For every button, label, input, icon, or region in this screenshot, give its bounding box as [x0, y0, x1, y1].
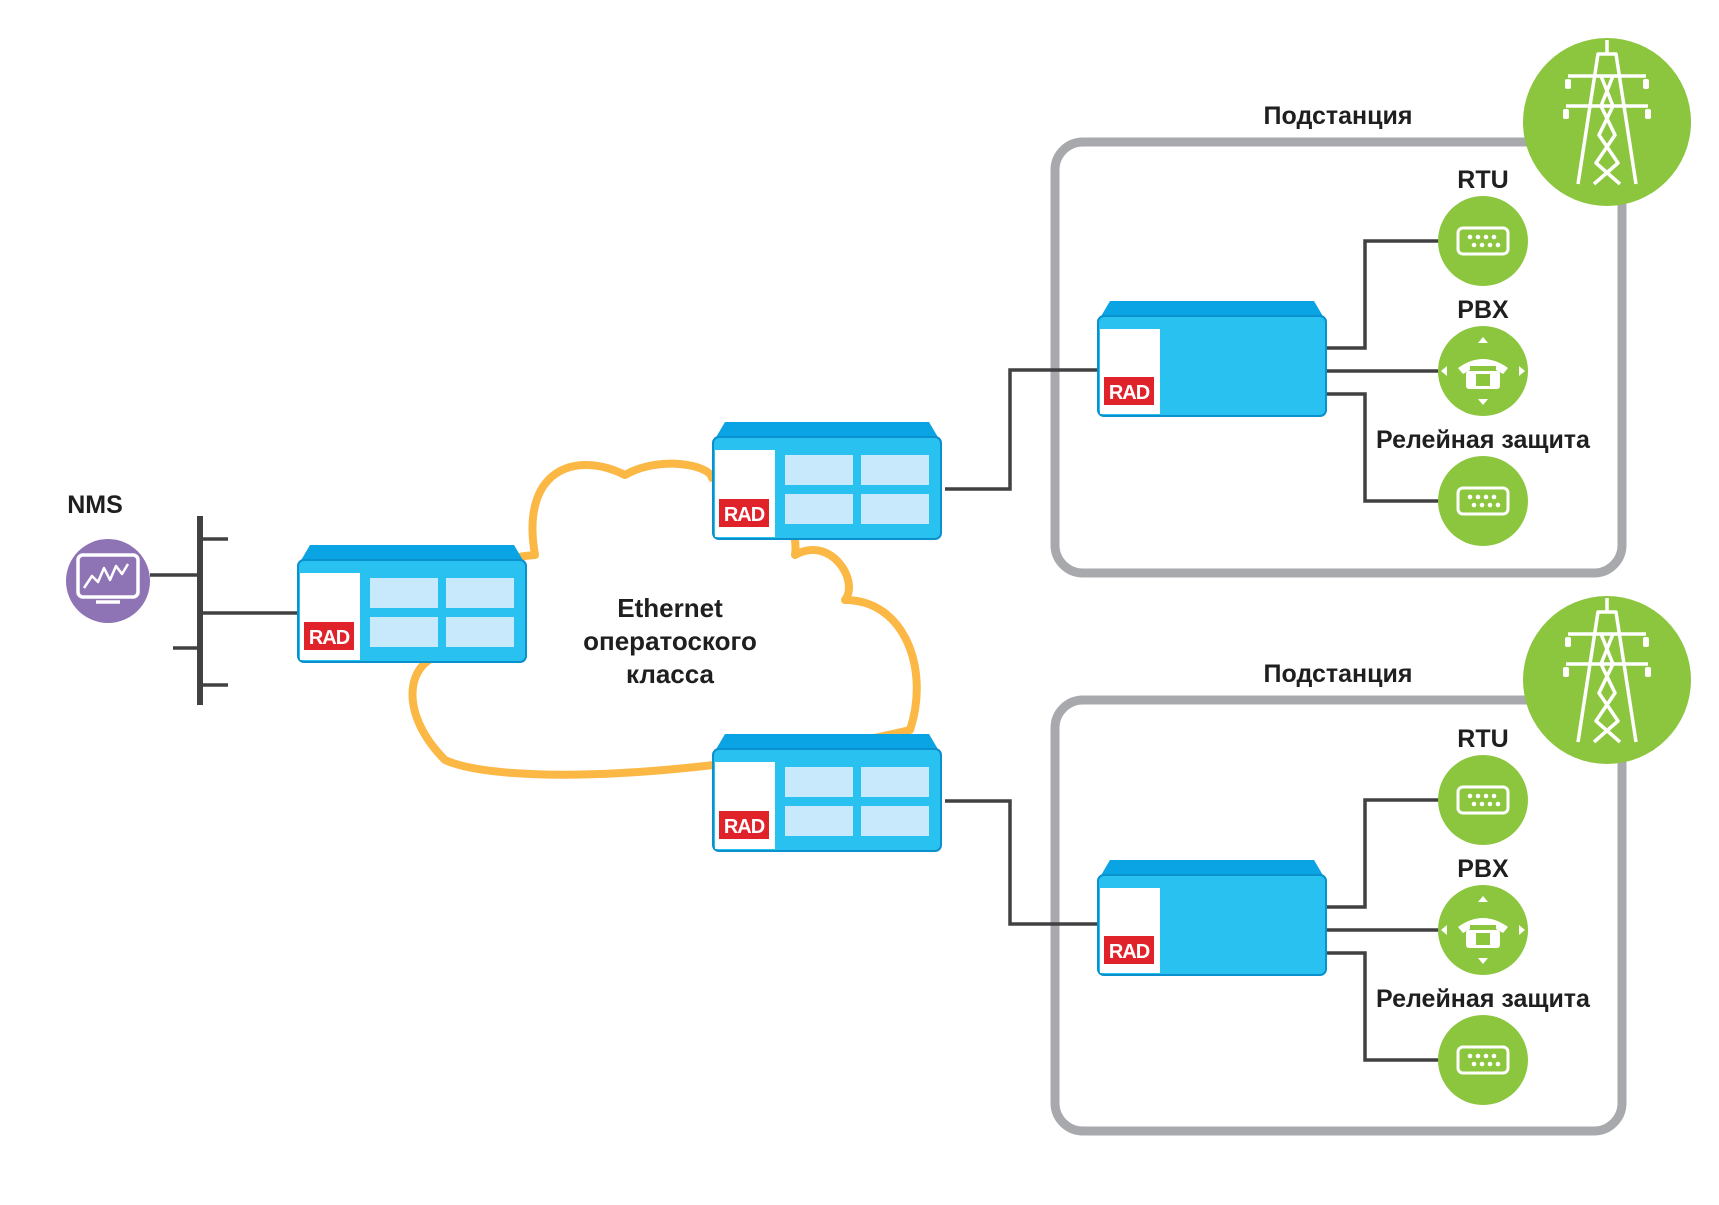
cloud-label-line-2: оператоского: [583, 626, 757, 656]
substation-2-device: RAD: [1097, 860, 1327, 976]
sub2-relay-link: [1325, 951, 1445, 1062]
rad-logo: [1104, 936, 1154, 964]
sub2-relay-endpoint: [1438, 1015, 1528, 1105]
rad-logo-text: RAD: [724, 504, 765, 526]
serial-port-icon: [1456, 486, 1510, 516]
port-grid: [370, 578, 514, 647]
sub1-pbx-endpoint: [1438, 326, 1528, 416]
rad-logo: [719, 811, 769, 839]
cloud-label-line-1: Ethernet: [617, 593, 723, 623]
rad-logo-text: RAD: [1109, 382, 1150, 404]
nms-label: NMS: [67, 491, 123, 519]
nms-circle: [66, 539, 150, 623]
phone-icon: [1441, 896, 1525, 964]
substation-frame-1: [1050, 137, 1627, 578]
rad-logo-text: RAD: [1109, 941, 1150, 963]
sub2-relay-label: Релейная защита: [1376, 985, 1591, 1013]
aggregation-switch-2: RAD: [712, 734, 942, 852]
sub1-relay-label: Релейная защита: [1376, 426, 1591, 454]
sub1-rtu-label: RTU: [1457, 166, 1508, 194]
sub1-rtu-endpoint: [1438, 196, 1528, 286]
rad-logo-text: RAD: [309, 627, 350, 649]
sub1-relay-link: [1325, 392, 1445, 503]
sub1-relay-endpoint: [1438, 456, 1528, 546]
aggregation-switch-1: RAD: [712, 422, 942, 540]
ethernet-cloud: [408, 459, 921, 779]
substation-2-title: Подстанция: [1264, 660, 1413, 688]
sub1-rtu-link: [1325, 239, 1445, 350]
agg2-to-sub2-link: [945, 799, 1100, 926]
port-grid: [785, 767, 929, 836]
rad-logo: [1104, 377, 1154, 405]
serial-port-icon: [1456, 1045, 1510, 1075]
sub2-rtu-link: [1325, 798, 1445, 909]
substation-frame-2: [1050, 695, 1627, 1136]
substation-1-device: RAD: [1097, 301, 1327, 417]
sub2-pbx-endpoint: [1438, 885, 1528, 975]
power-tower-icon: [1523, 38, 1691, 206]
core-switch: RAD: [297, 545, 527, 663]
phone-icon: [1441, 337, 1525, 405]
power-tower-icon: [1523, 596, 1691, 764]
sub2-rtu-endpoint: [1438, 755, 1528, 845]
links: [150, 239, 1445, 1062]
sub2-pbx-label: PBX: [1457, 855, 1509, 883]
rad-logo-text: RAD: [724, 816, 765, 838]
sub1-pbx-label: PBX: [1457, 296, 1509, 324]
sub2-rtu-label: RTU: [1457, 725, 1508, 753]
nms-node: [66, 539, 150, 623]
rad-logo: [304, 622, 354, 650]
serial-port-icon: [1456, 785, 1510, 815]
cloud-label-line-3: класса: [626, 659, 715, 689]
substation-1-title: Подстанция: [1264, 102, 1413, 130]
agg1-to-sub1-link: [945, 368, 1100, 491]
port-grid: [785, 455, 929, 524]
rad-logo: [719, 499, 769, 527]
monitor-icon: [76, 553, 140, 604]
serial-port-icon: [1456, 226, 1510, 256]
